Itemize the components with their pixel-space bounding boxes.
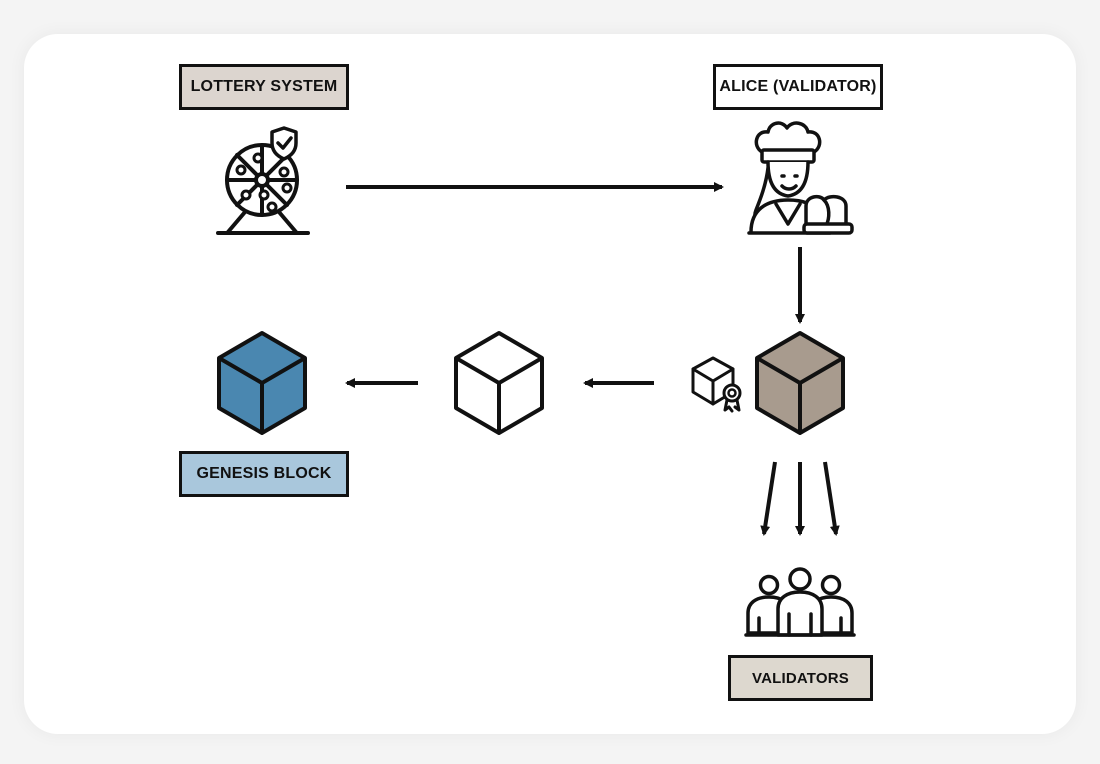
- diagram-card: [24, 34, 1076, 734]
- shield-check-icon: [270, 126, 298, 161]
- middle-block-cube-icon: [454, 331, 544, 435]
- genesis-block-label: GENESIS BLOCK: [179, 451, 349, 497]
- alice-validator-label: ALICE (VALIDATOR): [713, 64, 883, 110]
- chef-icon: [747, 121, 854, 235]
- validators-group-icon: [744, 567, 856, 637]
- certified-block-icon: [691, 356, 742, 413]
- lottery-system-label: LOTTERY SYSTEM: [179, 64, 349, 110]
- new-block-cube-icon: [755, 331, 845, 435]
- lottery-wheel-icon: [216, 143, 310, 235]
- genesis-block-cube-icon: [217, 331, 307, 435]
- validators-label: VALIDATORS: [728, 655, 873, 701]
- arrow-block-to-validator-left: [760, 461, 777, 536]
- arrow-block-to-validator-right: [823, 461, 840, 536]
